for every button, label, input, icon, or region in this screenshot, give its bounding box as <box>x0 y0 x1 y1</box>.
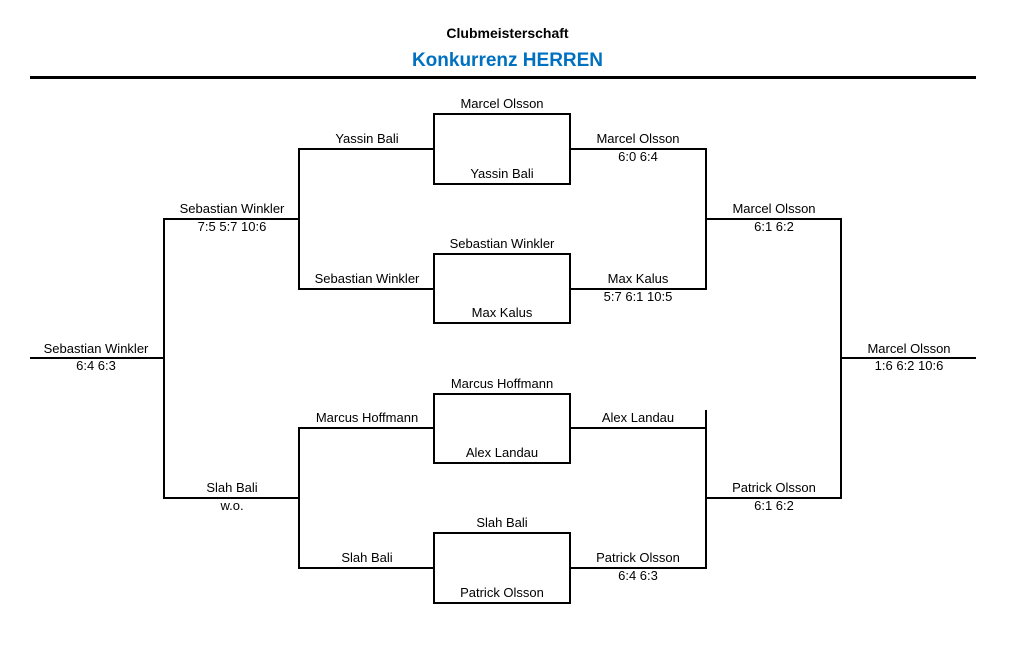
bracket-line <box>570 288 707 290</box>
player-name: Marcel Olsson <box>460 96 544 111</box>
left-r2-name: Marcus Hoffmann <box>315 410 419 425</box>
bracket-line <box>570 148 707 150</box>
bracket-line <box>706 218 842 220</box>
right-r3-name: Marcel Olsson <box>732 201 816 216</box>
right-r2-name: Marcel Olsson <box>596 131 680 146</box>
player-name: Patrick Olsson <box>460 585 544 600</box>
player-name: Marcus Hoffmann <box>450 376 554 391</box>
left-final-score: 6:4 6:3 <box>76 358 116 373</box>
bracket-line <box>434 183 571 185</box>
bracket-line <box>706 497 842 499</box>
bracket-line <box>434 462 571 464</box>
left-r3-score: 7:5 5:7 10:6 <box>197 219 267 234</box>
bracket-line <box>570 427 707 429</box>
bracket-line <box>299 148 435 150</box>
bracket-line <box>434 113 571 115</box>
player-name: Max Kalus <box>471 305 533 320</box>
bracket-line <box>434 532 571 534</box>
bracket-line <box>434 393 571 395</box>
bracket-line <box>705 410 707 569</box>
bracket-line <box>434 253 571 255</box>
player-name: Alex Landau <box>465 445 539 460</box>
bracket-line <box>164 497 300 499</box>
bracket-line <box>299 288 435 290</box>
bracket-line <box>299 567 435 569</box>
left-r3-name: Slah Bali <box>206 480 258 495</box>
left-r2-name: Yassin Bali <box>335 131 399 146</box>
bracket-line <box>841 357 976 359</box>
bracket-line <box>434 322 571 324</box>
right-r2-name: Patrick Olsson <box>596 550 680 565</box>
left-r3-name: Sebastian Winkler <box>179 201 285 216</box>
right-r2-name: Alex Landau <box>601 410 675 425</box>
page-title: Clubmeisterschaft <box>446 25 569 41</box>
bracket-line <box>30 357 165 359</box>
left-r2-name: Slah Bali <box>341 550 393 565</box>
header-rule <box>30 76 976 79</box>
left-r2-name: Sebastian Winkler <box>314 271 420 286</box>
left-r3-score: w.o. <box>220 498 244 513</box>
left-final-name: Sebastian Winkler <box>43 341 149 356</box>
bracket-line <box>299 427 435 429</box>
right-r2-score: 6:4 6:3 <box>618 568 658 583</box>
right-r3-score: 6:1 6:2 <box>754 219 794 234</box>
player-name: Yassin Bali <box>470 166 534 181</box>
right-r3-name: Patrick Olsson <box>732 480 816 495</box>
player-name: Sebastian Winkler <box>449 236 555 251</box>
bracket-line <box>434 602 571 604</box>
bracket-line <box>570 567 707 569</box>
right-r3-score: 6:1 6:2 <box>754 498 794 513</box>
player-name: Slah Bali <box>476 515 528 530</box>
right-r2-score: 6:0 6:4 <box>618 149 658 164</box>
right-final-score: 1:6 6:2 10:6 <box>874 358 944 373</box>
page-subtitle: Konkurrenz HERREN <box>411 50 604 71</box>
bracket-line <box>164 218 300 220</box>
right-r2-score: 5:7 6:1 10:5 <box>603 289 673 304</box>
right-r2-name: Max Kalus <box>607 271 669 286</box>
right-final-name: Marcel Olsson <box>867 341 951 356</box>
